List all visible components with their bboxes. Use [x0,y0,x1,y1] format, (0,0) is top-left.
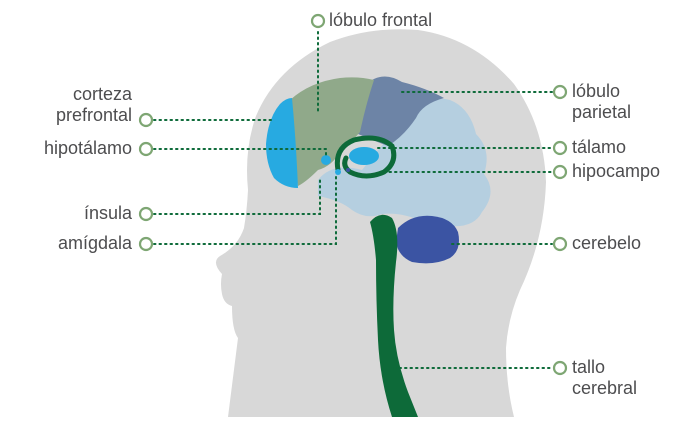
label-talamo: tálamo [572,137,626,158]
label-tallo-cerebral: tallo cerebral [572,357,637,399]
marker-hipocampo [554,166,566,178]
marker-corteza-prefrontal [140,114,152,126]
thalamus [349,147,379,165]
label-text: tálamo [572,137,626,157]
label-text: cerebral [572,378,637,399]
label-text: hipotálamo [44,138,132,158]
label-text: hipocampo [572,161,660,181]
hypothalamus [321,155,331,165]
label-hipotalamo: hipotálamo [44,138,132,159]
label-text: tallo [572,357,637,378]
amygdala-dark-dot [346,168,350,172]
label-text: ínsula [84,203,132,223]
marker-hipotalamo [140,143,152,155]
label-text: prefrontal [56,105,132,126]
marker-lobulo-parietal [554,86,566,98]
label-lobulo-frontal: lóbulo frontal [329,10,432,31]
label-lobulo-parietal: lóbulo parietal [572,81,631,123]
cerebellum [396,216,459,264]
marker-insula [140,208,152,220]
label-text: corteza [56,84,132,105]
label-hipocampo: hipocampo [572,161,660,182]
marker-amigdala [140,238,152,250]
label-cerebelo: cerebelo [572,233,641,254]
marker-tallo-cerebral [554,362,566,374]
marker-cerebelo [554,238,566,250]
label-text: lóbulo [572,81,631,102]
label-text: lóbulo frontal [329,10,432,30]
label-text: parietal [572,102,631,123]
label-corteza-prefrontal: corteza prefrontal [56,84,132,126]
marker-lobulo-frontal [312,15,324,27]
marker-talamo [554,142,566,154]
label-amigdala: amígdala [58,233,132,254]
label-text: cerebelo [572,233,641,253]
amygdala [335,169,341,175]
label-insula: ínsula [84,203,132,224]
label-text: amígdala [58,233,132,253]
